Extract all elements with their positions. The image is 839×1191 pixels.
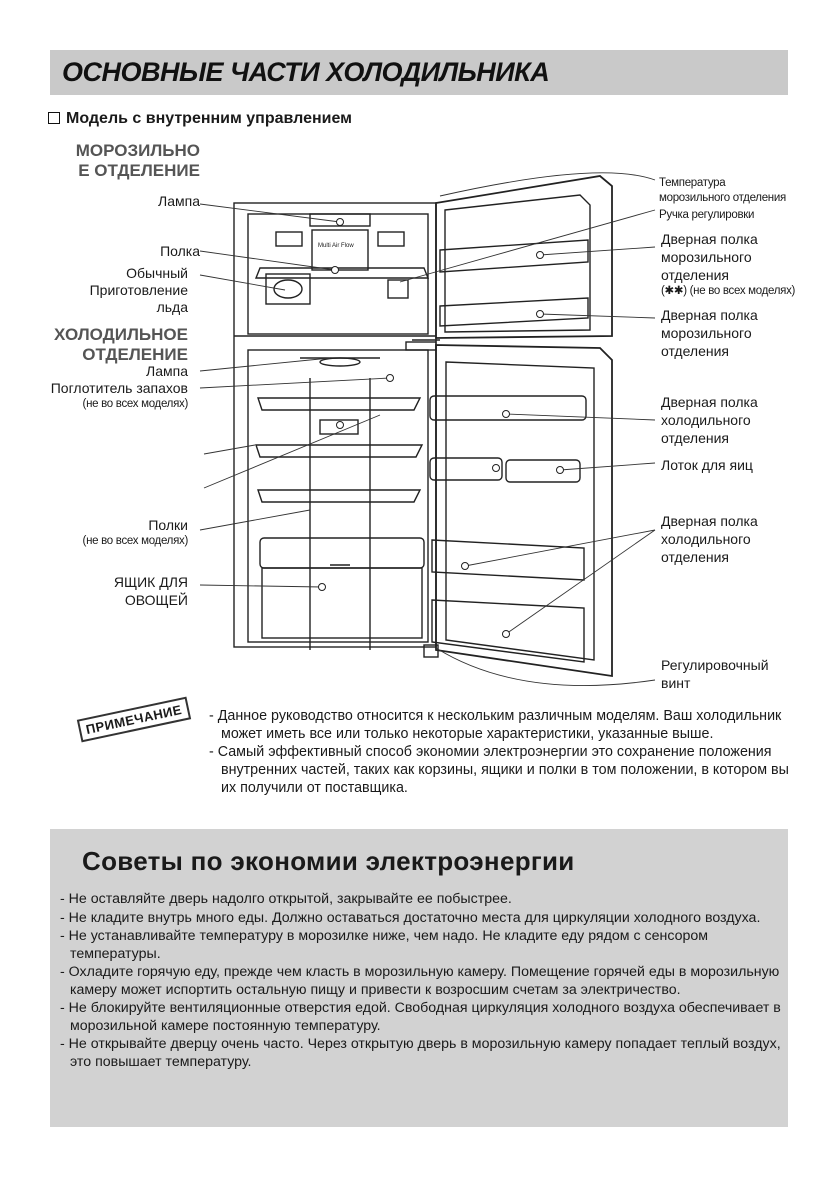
title-bar: [50, 50, 788, 95]
tips-panel: [50, 829, 788, 1127]
label-control-knob: Ручка регулировки: [659, 209, 755, 221]
tips-title: Советы по экономии электроэнергии: [82, 846, 575, 876]
label-freezer-door-shelf-1: Дверная полка морозильного отделения: [661, 231, 758, 283]
tip-item: - Не кладите внутрь много еды. Должно ос…: [60, 909, 761, 926]
label-odor-absorber: Поглотитель запахов: [50, 380, 188, 396]
label-egg-tray: Лоток для яиц: [661, 457, 753, 473]
note-item: - Самый эффективный способ экономии элек…: [209, 744, 789, 796]
note-item: - Данное руководство относится к несколь…: [209, 708, 782, 742]
label-freezer-door-shelf-note: (✱✱) (не во всех моделях): [661, 285, 796, 297]
tip-item: - Не открывайте дверцу очень часто. Чере…: [60, 1036, 781, 1070]
label-crisper: ЯЩИК ДЛЯ ОВОЩЕЙ: [113, 574, 188, 608]
label-odor-note: (не во всех моделях): [82, 398, 189, 410]
page-title: ОСНОВНЫЕ ЧАСТИ ХОЛОДИЛЬНИКА: [62, 57, 550, 87]
airflow-label: Multi Air Flow: [318, 243, 354, 249]
tip-item: - Не устанавливайте температуру в морози…: [60, 928, 709, 962]
label-leveling-screw: Регулировочный винт: [661, 657, 769, 691]
label-ice-maker: Обычный Приготовление льда: [89, 265, 188, 315]
freezer-section-label: МОРОЗИЛЬНО Е ОТДЕЛЕНИЕ: [75, 141, 200, 180]
fridge-section-label: ХОЛОДИЛЬНОЕ ОТДЕЛЕНИЕ: [54, 325, 188, 364]
subtitle-text: Модель с внутренним управлением: [66, 110, 353, 127]
checkbox-bullet-icon: [48, 112, 60, 124]
label-freezer-temp: Температура морозильного отделения: [659, 177, 786, 204]
subtitle: Модель с внутренним управлением: [48, 110, 352, 128]
tip-item: - Не блокируйте вентиляционные отверстия…: [60, 1000, 781, 1034]
label-lamp-freezer: Лампа: [158, 193, 200, 209]
note-stamp: ПРИМЕЧАНИЕ: [76, 696, 191, 743]
tips-list: - Не оставляйте дверь надолго открытой, …: [60, 891, 784, 1072]
label-freezer-door-shelf-2: Дверная полка морозильного отделения: [661, 307, 758, 359]
label-shelf: Полка: [160, 243, 200, 259]
label-lamp-fridge: Лампа: [146, 363, 188, 379]
tip-item: - Не оставляйте дверь надолго открытой, …: [60, 891, 512, 907]
label-shelves-note: (не во всех моделях): [82, 535, 189, 547]
tip-item: - Охладите горячую еду, прежде чем класт…: [60, 964, 780, 998]
label-fridge-door-shelf-2: Дверная полка холодильного отделения: [661, 513, 758, 565]
refrigerator-diagram: [199, 172, 656, 686]
label-shelves: Полки: [148, 517, 188, 533]
note-list: - Данное руководство относится к несколь…: [209, 707, 789, 797]
label-fridge-door-shelf-1: Дверная полка холодильного отделения: [661, 394, 758, 446]
